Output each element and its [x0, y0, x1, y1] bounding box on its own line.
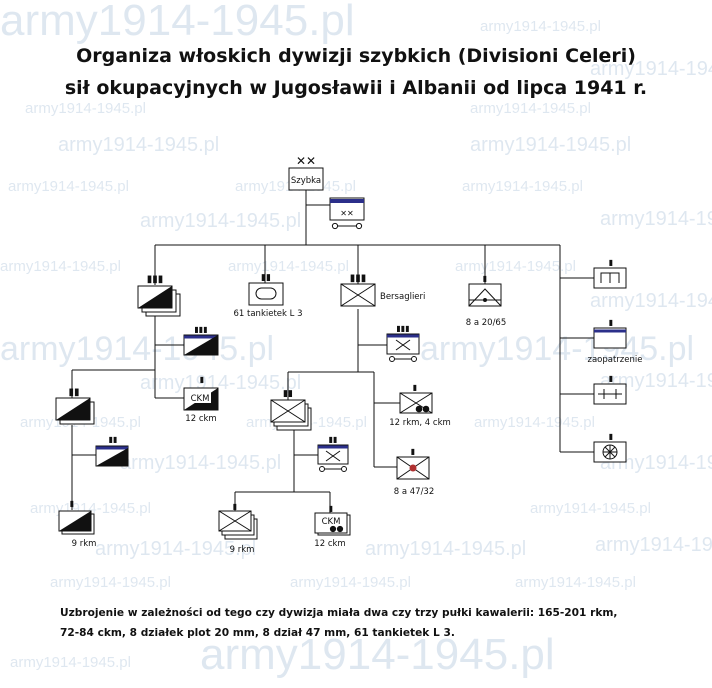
svg-text:▮▮: ▮▮: [283, 389, 293, 399]
svg-text:▮: ▮: [483, 274, 487, 283]
bersaglieri-mg-ckm-company: ▮ CKM 12 ckm: [314, 504, 351, 549]
svg-text:▮: ▮: [609, 374, 613, 383]
svg-text:▮: ▮: [411, 447, 415, 456]
connector-lines: [71, 190, 594, 514]
bersaglieri-regiment-hq: ▮▮▮: [386, 324, 420, 362]
armament-note-line-1: Uzbrojenie w zależności od tego czy dywi…: [60, 607, 618, 619]
bersaglieri-regiment: ▮▮▮ Bersaglieri: [340, 273, 425, 307]
aa-artillery-battery: ▮ 8 a 20/65: [466, 274, 507, 328]
medical-unit: ▮: [593, 374, 627, 405]
svg-text:▮: ▮: [609, 318, 613, 327]
bers-rifles-label: 9 rkm: [230, 545, 255, 555]
bers-mg-company-label: 12 rkm, 4 ckm: [389, 418, 451, 428]
svg-text:▮▮: ▮▮: [109, 435, 118, 444]
bersaglieri-battalion: ▮▮: [270, 389, 312, 431]
supply-unit: ▮ zaopatrzenie: [588, 318, 643, 365]
svg-text:▮▮▮: ▮▮▮: [194, 325, 207, 334]
division-label: Szybka: [291, 176, 321, 186]
transport-unit: ▮: [593, 432, 627, 463]
svg-text:▮: ▮: [200, 375, 204, 384]
title-line-2: sił okupacyjnych w Jugosławii i Albanii …: [64, 77, 648, 99]
svg-text:▮▮: ▮▮: [329, 435, 338, 444]
cavalry-group-hq: ▮▮: [95, 435, 129, 467]
armament-note: Uzbrojenie w zależności od tego czy dywi…: [60, 603, 700, 643]
bersaglieri-at-company: ▮ 8 a 47/32: [394, 447, 435, 497]
svg-text:▮: ▮: [413, 383, 417, 392]
artillery-aa-label: 8 a 20/65: [466, 318, 507, 328]
bers-mg-symbol: CKM: [322, 517, 341, 527]
bers-mg-label: 12 ckm: [314, 539, 345, 549]
cavalry-regiment: ▮▮▮: [137, 274, 181, 317]
svg-text:▮▮: ▮▮: [261, 273, 271, 283]
svg-text:✕✕: ✕✕: [296, 154, 316, 168]
armament-note-line-2: 72-84 ckm, 8 działek plot 20 mm, 8 dział…: [60, 627, 455, 639]
tankette-group: ▮▮ 61 tankietek L 3: [234, 273, 303, 319]
bersaglieri-battalion-hq: ▮▮: [317, 435, 349, 472]
svg-text:▮▮▮: ▮▮▮: [396, 324, 409, 333]
division-unit: ✕✕ Szybka: [288, 154, 324, 191]
supply-label: zaopatrzenie: [588, 355, 643, 365]
division-hq: ✕✕: [329, 197, 365, 230]
cavalry-group: ▮▮: [55, 387, 95, 425]
bersaglieri-label: Bersaglieri: [380, 292, 425, 302]
cav-mg-symbol: CKM: [191, 394, 210, 404]
svg-text:▮: ▮: [329, 504, 333, 513]
cavalry-squadron: ▮ 9 rkm: [58, 499, 97, 549]
page-title: Organiza włoskich dywizji szybkich (Divi…: [0, 40, 712, 104]
bersaglieri-rifle-company: ▮ 9 rkm: [218, 502, 258, 555]
svg-text:▮▮: ▮▮: [68, 387, 79, 398]
title-line-1: Organiza włoskich dywizji szybkich (Divi…: [76, 45, 636, 67]
svg-text:▮: ▮: [609, 432, 613, 441]
svg-text:▮: ▮: [70, 499, 74, 508]
svg-text:▮▮▮: ▮▮▮: [147, 274, 164, 285]
cav-rifles-label: 9 rkm: [72, 539, 97, 549]
cavalry-regiment-hq: ▮▮▮: [183, 325, 219, 356]
tankettes-label: 61 tankietek L 3: [234, 309, 303, 319]
cavalry-mg-squadron: ▮ CKM 12 ckm: [183, 375, 219, 424]
svg-text:✕✕: ✕✕: [340, 209, 353, 218]
engineer-company: ▮: [593, 258, 627, 289]
svg-text:▮: ▮: [233, 502, 237, 511]
svg-text:▮: ▮: [609, 258, 613, 267]
bersaglieri-mg-company: ▮ 12 rkm, 4 ckm: [389, 383, 451, 428]
svg-text:▮▮▮: ▮▮▮: [350, 273, 367, 284]
bers-at-label: 8 a 47/32: [394, 487, 435, 497]
cav-mg-label: 12 ckm: [185, 414, 216, 424]
